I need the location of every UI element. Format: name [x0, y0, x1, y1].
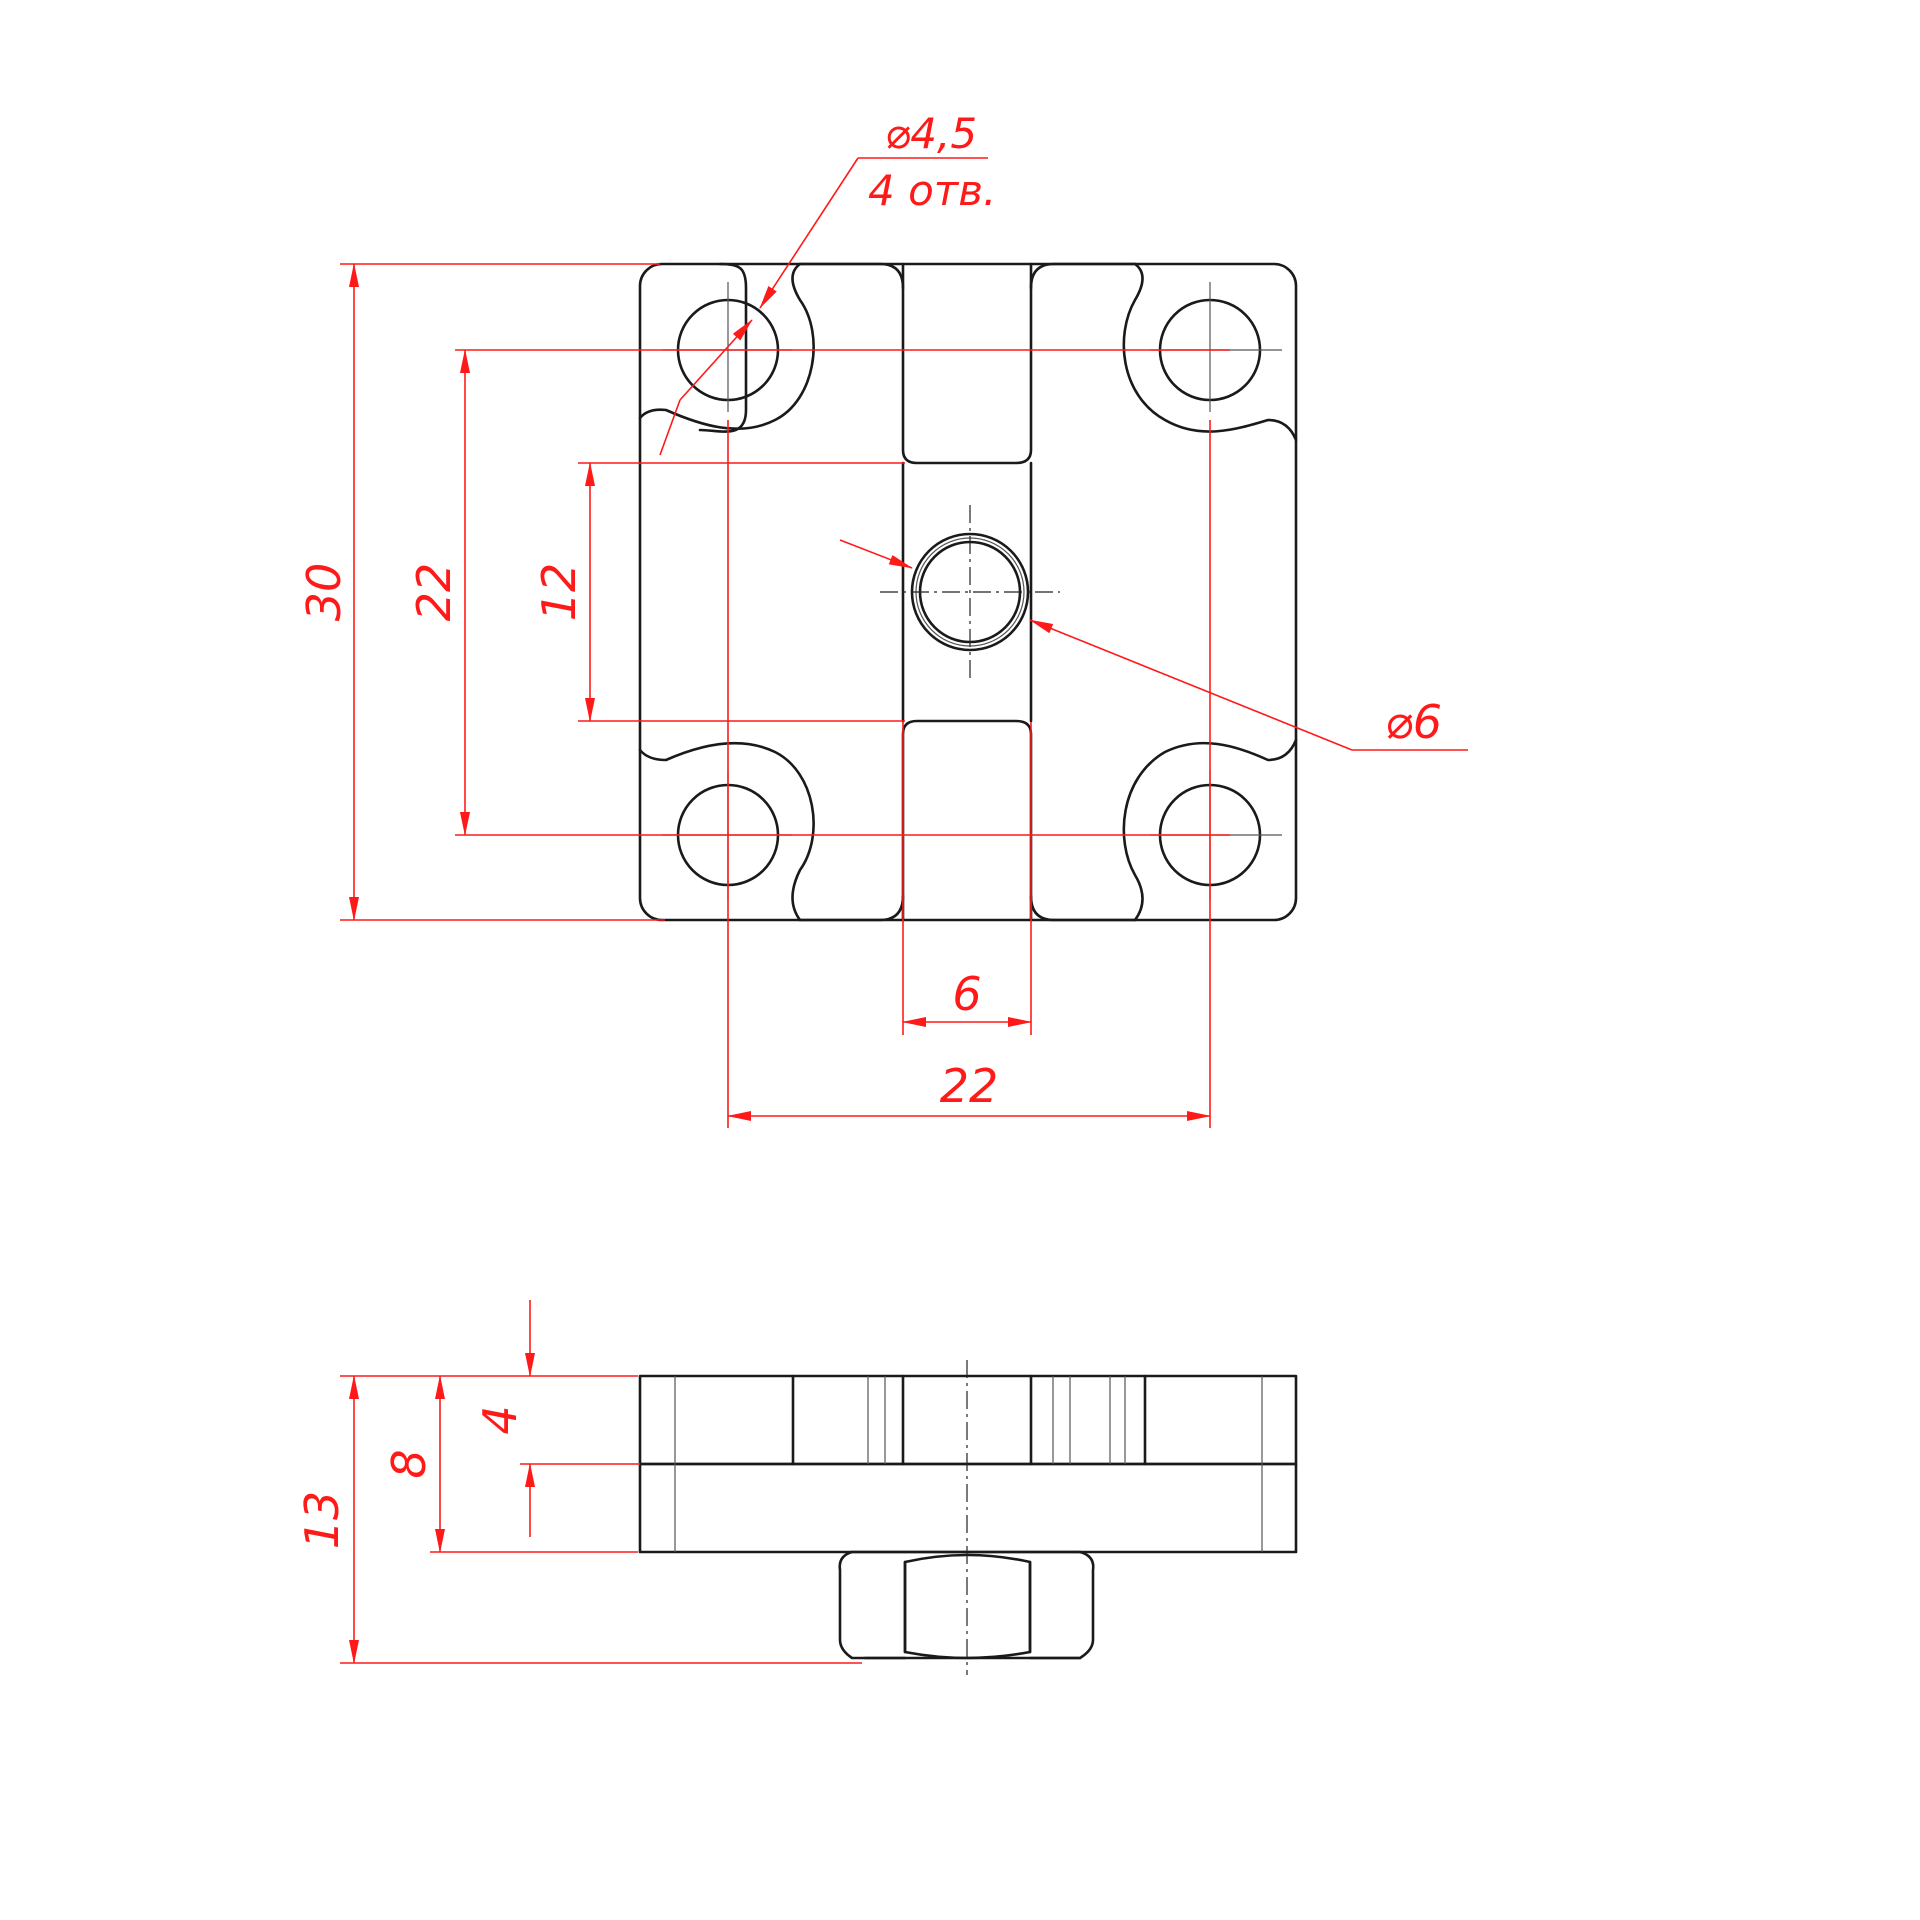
side-view-dimensions: 13 8 4	[295, 1300, 862, 1664]
dim-center-hole-diameter: ⌀6	[1385, 695, 1442, 749]
top-view-dimensions: 30 22 12 6 22 ⌀6	[297, 109, 1468, 1128]
hole-centerlines	[662, 282, 1282, 900]
top-view: 30 22 12 6 22 ⌀6	[297, 109, 1468, 1128]
dim-slot-gap: 12	[532, 563, 586, 622]
side-view: 13 8 4	[295, 1300, 1298, 1675]
hex-nut	[838, 1550, 1095, 1660]
corner-pockets	[638, 262, 1298, 922]
dim-overall-height: 30	[297, 563, 351, 622]
side-lower-plate	[638, 1462, 1298, 1554]
dim-hole-spacing-vertical: 22	[407, 563, 461, 622]
dim-plate-height: 8	[382, 1449, 436, 1478]
dim-slot-width: 6	[952, 967, 981, 1021]
dim-hole-spacing-horizontal: 22	[940, 1059, 999, 1113]
dim-mount-hole-count: 4 отв.	[868, 166, 996, 215]
center-slot	[698, 262, 1033, 922]
mount-holes	[676, 298, 1262, 887]
center-hole	[880, 505, 1060, 680]
dim-top-layer-height: 4	[473, 1405, 527, 1434]
dim-total-height: 13	[295, 1491, 349, 1550]
plate-outline	[638, 262, 1298, 922]
dim-mount-hole-diameter: ⌀4,5	[885, 109, 977, 158]
side-top-layer	[638, 1374, 1298, 1466]
